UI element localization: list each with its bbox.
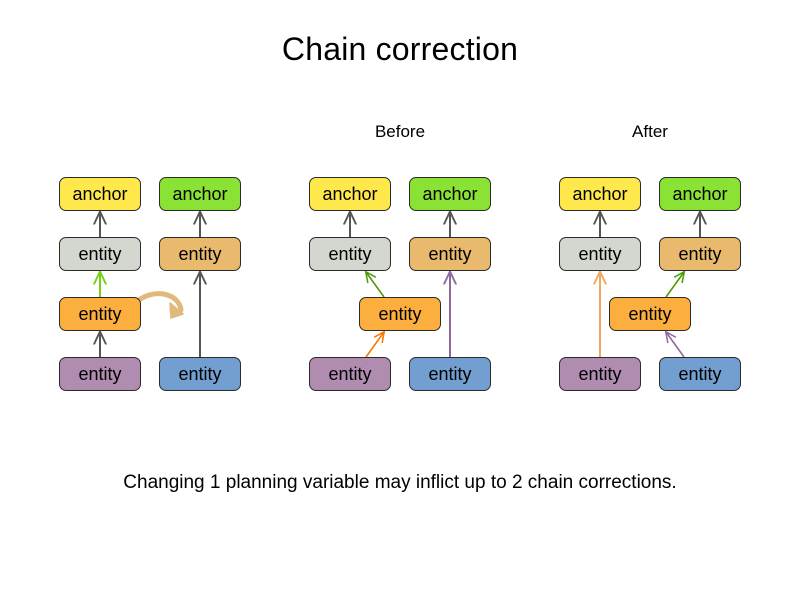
caption-text: Changing 1 planning variable may inflict… [123, 472, 677, 493]
node-label: entity [78, 244, 122, 264]
node-i-e2[interactable]: entity [159, 237, 241, 271]
node-label: entity [428, 364, 472, 384]
node-i-a1[interactable]: anchor [59, 177, 141, 211]
node-i-e6[interactable]: entity [159, 357, 241, 391]
edge-b-e3-to-b-e1 [366, 272, 385, 298]
node-f-a2[interactable]: anchor [659, 177, 741, 211]
node-label: entity [428, 244, 472, 264]
node-i-e1[interactable]: entity [59, 237, 141, 271]
group-label-after: After [632, 122, 668, 141]
node-label: entity [378, 304, 422, 324]
edge-f-e6-to-f-e3 [666, 332, 685, 358]
node-label: entity [678, 244, 722, 264]
group-label-before: Before [374, 122, 426, 141]
node-b-a1[interactable]: anchor [309, 177, 391, 211]
move-arrow-head [169, 302, 184, 319]
node-b-e1[interactable]: entity [309, 237, 391, 271]
node-label: entity [328, 364, 372, 384]
node-b-e5[interactable]: entity [309, 357, 391, 391]
node-label: entity [78, 364, 122, 384]
node-b-a2[interactable]: anchor [409, 177, 491, 211]
node-label: entity [678, 364, 722, 384]
node-label: anchor [422, 184, 478, 204]
node-label: entity [178, 364, 222, 384]
node-label: entity [578, 244, 622, 264]
edge-f-e3-to-f-e2 [665, 272, 684, 298]
node-label: entity [578, 364, 622, 384]
node-label: anchor [322, 184, 378, 204]
node-label: entity [328, 244, 372, 264]
node-label: entity [78, 304, 122, 324]
page-title: Chain correction [281, 31, 519, 67]
node-f-e1[interactable]: entity [559, 237, 641, 271]
edge-b-e5-to-b-e3 [365, 332, 384, 358]
node-i-a2[interactable]: anchor [159, 177, 241, 211]
node-f-e2[interactable]: entity [659, 237, 741, 271]
node-i-e3[interactable]: entity [59, 297, 141, 331]
node-label: anchor [172, 184, 228, 204]
node-f-e3[interactable]: entity [609, 297, 691, 331]
node-label: anchor [672, 184, 728, 204]
node-b-e6[interactable]: entity [409, 357, 491, 391]
node-f-e6[interactable]: entity [659, 357, 741, 391]
move-arrow-curve [132, 291, 184, 313]
node-label: entity [628, 304, 672, 324]
node-i-e5[interactable]: entity [59, 357, 141, 391]
node-label: entity [178, 244, 222, 264]
node-b-e3[interactable]: entity [359, 297, 441, 331]
node-f-e5[interactable]: entity [559, 357, 641, 391]
node-label: anchor [572, 184, 628, 204]
node-b-e2[interactable]: entity [409, 237, 491, 271]
node-f-a1[interactable]: anchor [559, 177, 641, 211]
node-label: anchor [72, 184, 128, 204]
